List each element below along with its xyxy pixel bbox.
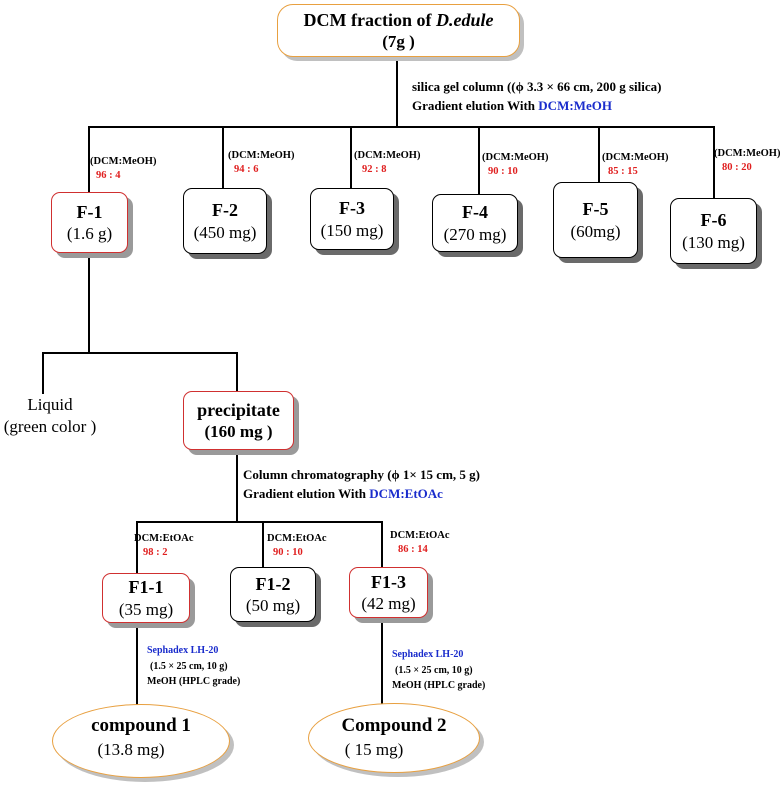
column2-solvent: DCM:EtOAc (369, 485, 443, 501)
subfraction-box-f1-2: F1-2 (50 mg) (230, 567, 316, 622)
fraction-name: F-6 (700, 210, 727, 231)
connector (42, 352, 238, 354)
fraction-5-ratio: 85 : 15 (608, 166, 638, 177)
subfraction-3-ratio: 86 : 14 (398, 544, 428, 555)
liquid-label: Liquid (green color ) (0, 394, 100, 438)
liquid-line2: (green color ) (3, 417, 97, 437)
fraction-mass: (130 mg) (682, 232, 745, 252)
connector (136, 521, 383, 523)
subfraction-1-ratio: 98 : 2 (143, 547, 168, 558)
fraction-2-solvent: (DCM:MeOH) (228, 150, 295, 161)
connector (598, 126, 600, 182)
precipitate-mass: (160 mg ) (204, 422, 273, 442)
compound-1-name: compound 1 (91, 715, 191, 736)
subfraction-box-f1-1: F1-1 (35 mg) (102, 573, 190, 623)
sephadex-1-dims: (1.5 × 25 cm, 10 g) (150, 660, 228, 672)
fraction-mass: (450 mg) (193, 222, 257, 242)
fraction-mass: (60mg) (570, 221, 621, 241)
connector (381, 521, 383, 567)
fraction-6-solvent: (DCM:MeOH) (714, 148, 780, 159)
connector (350, 126, 352, 188)
fraction-name: F-4 (462, 202, 488, 223)
connector (42, 352, 44, 394)
precipitate-box: precipitate (160 mg ) (183, 391, 294, 450)
fraction-box-f3: F-3 (150 mg) (310, 188, 394, 250)
connector (381, 618, 383, 710)
subfraction-2-solvent: DCM:EtOAc (267, 533, 327, 544)
root-mass: (7g ) (382, 32, 415, 52)
fraction-mass: (270 mg) (443, 224, 507, 244)
sephadex-note-2: Sephadex LH-20 (1.5 × 25 cm, 10 g) MeOH … (392, 647, 485, 694)
subfraction-box-f1-3: F1-3 (42 mg) (349, 567, 428, 618)
fraction-3-solvent: (DCM:MeOH) (354, 150, 421, 161)
fraction-1-ratio: 96 : 4 (96, 170, 121, 181)
subfraction-mass: (50 mg) (245, 596, 301, 616)
sephadex-2-eluent: MeOH (HPLC grade) (392, 680, 486, 691)
liquid-line1: Liquid (27, 395, 73, 414)
connector (713, 126, 715, 198)
compound-1-label: compound 1 (13.8 mg) (52, 714, 230, 761)
fraction-box-f6: F-6 (130 mg) (670, 198, 757, 264)
sephadex-2-name: Sephadex LH-20 (392, 649, 464, 660)
connector (136, 521, 138, 573)
column2-line2-prefix: Gradient elution With (243, 485, 370, 501)
fraction-4-ratio: 90 : 10 (488, 166, 518, 177)
root-title-species: D.edule (435, 9, 494, 30)
fraction-name: F-2 (212, 200, 238, 221)
fraction-1-solvent: (DCM:MeOH) (90, 156, 157, 167)
fraction-box-f2: F-2 (450 mg) (183, 188, 267, 254)
root-title: DCM fraction of (303, 9, 436, 30)
connector (136, 623, 138, 709)
fraction-mass: (1.6 g) (66, 224, 113, 244)
subfraction-name: F1-3 (371, 571, 406, 592)
connector (88, 126, 90, 192)
fraction-box-f4: F-4 (270 mg) (432, 194, 518, 252)
column1-note: silica gel column ((ϕ 3.3 × 66 cm, 200 g… (412, 78, 662, 116)
fraction-mass: (150 mg) (320, 220, 384, 240)
column2-note: Column chromatography (ϕ 1× 15 cm, 5 g) … (243, 466, 480, 504)
precipitate-name: precipitate (197, 399, 280, 420)
subfraction-mass: (42 mg) (361, 594, 416, 614)
compound-2-label: Compound 2 ( 15 mg) (308, 714, 480, 761)
compound-2-mass: ( 15 mg) (344, 739, 404, 759)
column1-line2-prefix: Gradient elution With (412, 97, 539, 113)
fraction-2-ratio: 94 : 6 (234, 164, 259, 175)
column1-line1: silica gel column ((ϕ 3.3 × 66 cm, 200 g… (412, 79, 662, 94)
sephadex-1-eluent: MeOH (HPLC grade) (147, 676, 241, 687)
compound-1-mass: (13.8 mg) (97, 739, 165, 759)
connector (478, 126, 480, 194)
sephadex-1-name: Sephadex LH-20 (147, 645, 219, 656)
fraction-name: F-3 (339, 198, 365, 219)
connector (88, 253, 90, 353)
compound-2-ellipse (308, 703, 480, 773)
subfraction-name: F1-1 (128, 577, 164, 598)
fraction-4-solvent: (DCM:MeOH) (482, 152, 549, 163)
fraction-name: F-1 (76, 201, 103, 222)
sephadex-note-1: Sephadex LH-20 (1.5 × 25 cm, 10 g) MeOH … (147, 643, 240, 690)
fraction-5-solvent: (DCM:MeOH) (602, 152, 669, 163)
column2-line1: Column chromatography (ϕ 1× 15 cm, 5 g) (243, 467, 480, 482)
fraction-6-ratio: 80 : 20 (722, 162, 752, 173)
connector (236, 352, 238, 392)
compound-1-ellipse (52, 704, 230, 778)
subfraction-mass: (35 mg) (118, 599, 174, 619)
column1-solvent: DCM:MeOH (538, 97, 612, 113)
fraction-box-f5: F-5 (60mg) (553, 182, 638, 258)
fraction-box-f1: F-1 (1.6 g) (51, 192, 128, 253)
connector (396, 57, 398, 128)
connector (222, 126, 224, 188)
connector (236, 450, 238, 522)
subfraction-3-solvent: DCM:EtOAc (390, 530, 450, 541)
root-fraction-box: DCM fraction of D.edule (7g ) (277, 4, 520, 57)
subfraction-2-ratio: 90 : 10 (273, 547, 303, 558)
sephadex-2-dims: (1.5 × 25 cm, 10 g) (395, 664, 473, 676)
fraction-3-ratio: 92 : 8 (362, 164, 387, 175)
connector (262, 521, 264, 567)
connector (88, 126, 715, 128)
fraction-name: F-5 (582, 199, 609, 220)
subfraction-name: F1-2 (255, 573, 291, 594)
subfraction-1-solvent: DCM:EtOAc (134, 533, 194, 544)
compound-2-name: Compound 2 (341, 715, 447, 736)
